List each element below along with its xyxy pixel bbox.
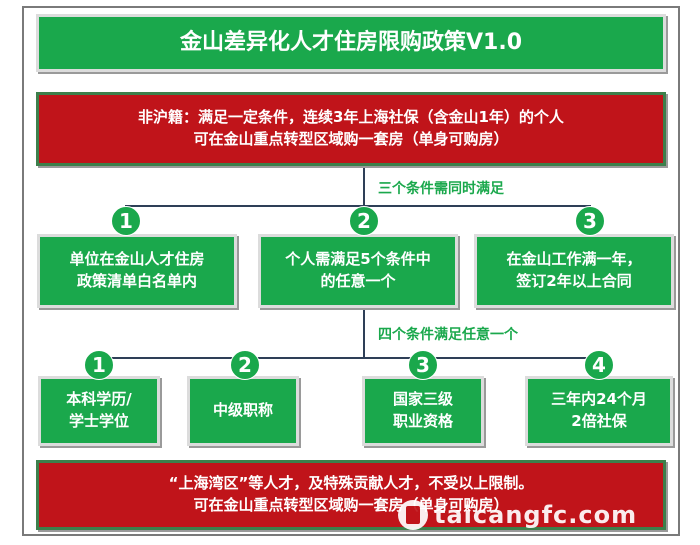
option-box-4: 三年内24个月 2倍社保	[525, 376, 673, 446]
connector-top-vertical	[363, 168, 365, 206]
option-number-1: 1	[84, 350, 114, 380]
title-box: 金山差异化人才住房限购政策V1.0	[36, 14, 666, 72]
option-number-4: 4	[584, 350, 614, 380]
bottom-policy-box: “上海湾区”等人才，及特殊贡献人才，不受以上限制。 可在金山重点转型区域购一套房…	[36, 460, 666, 530]
connector-middle-vertical	[363, 310, 365, 358]
top-policy-line-1: 非沪籍：满足一定条件，连续3年上海社保（含金山1年）的个人	[138, 108, 564, 127]
watermark: taicangfc.com	[398, 500, 637, 530]
condition-box-2: 个人需满足5个条件中 的任意一个	[258, 234, 458, 308]
condition-2-line-2: 的任意一个	[320, 272, 396, 290]
condition-box-3: 在金山工作满一年， 签订2年以上合同	[474, 234, 674, 308]
bottom-policy-line-2: 可在金山重点转型区域购一套房（单身可购房）	[193, 496, 509, 514]
condition-3-line-1: 在金山工作满一年，	[506, 250, 642, 269]
top-policy-line-2: 可在金山重点转型区域购一套房（单身可购房）	[193, 130, 509, 148]
option-box-1: 本科学历/ 学士学位	[38, 376, 160, 446]
page-title: 金山差异化人才住房限购政策V1.0	[180, 30, 522, 56]
condition-number-3: 3	[575, 206, 605, 236]
option-4-line-2: 2倍社保	[571, 412, 627, 430]
watermark-text: taicangfc.com	[434, 501, 638, 529]
condition-1-line-2: 政策清单白名单内	[76, 272, 197, 290]
note-any-one: 四个条件满足任意一个	[378, 327, 518, 343]
condition-1-line-1: 单位在金山人才住房	[69, 250, 205, 269]
option-number-2: 2	[230, 350, 260, 380]
connector-lower-horizontal	[98, 357, 600, 359]
option-3-line-2: 职业资格	[392, 412, 453, 430]
condition-number-2: 2	[349, 206, 379, 236]
condition-number-1: 1	[111, 206, 141, 236]
top-policy-box: 非沪籍：满足一定条件，连续3年上海社保（含金山1年）的个人 可在金山重点转型区域…	[36, 92, 666, 166]
condition-2-line-1: 个人需满足5个条件中	[285, 250, 431, 269]
option-1-line-1: 本科学历/	[66, 390, 132, 409]
bottom-policy-line-1: “上海湾区”等人才，及特殊贡献人才，不受以上限制。	[168, 474, 534, 493]
condition-3-line-2: 签订2年以上合同	[516, 272, 632, 290]
option-4-line-1: 三年内24个月	[551, 390, 647, 409]
option-number-3: 3	[408, 350, 438, 380]
option-3-line-1: 国家三级	[392, 390, 453, 409]
option-box-2: 中级职称	[187, 376, 299, 446]
option-1-line-2: 学士学位	[68, 412, 129, 430]
option-2-line-1: 中级职称	[212, 401, 273, 420]
watermark-logo-icon	[398, 500, 428, 530]
note-all-required: 三个条件需同时满足	[378, 181, 504, 197]
option-box-3: 国家三级 职业资格	[362, 376, 484, 446]
condition-box-1: 单位在金山人才住房 政策清单白名单内	[37, 234, 237, 308]
